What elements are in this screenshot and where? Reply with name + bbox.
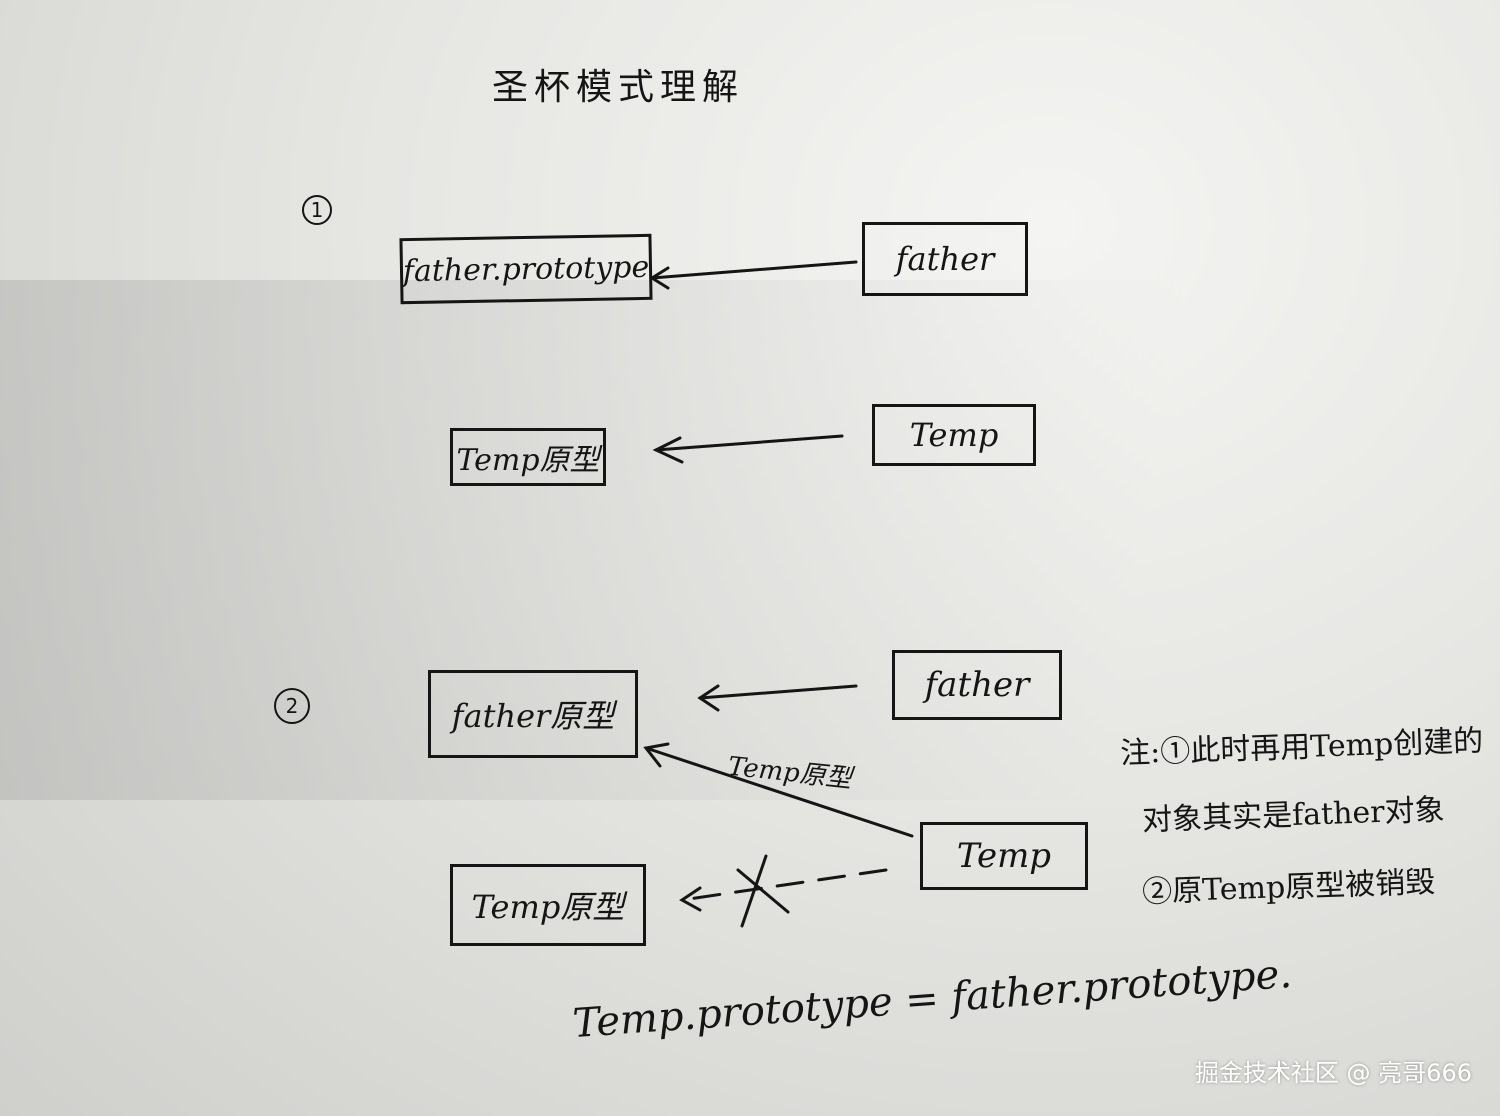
old-temp-proto-label: Temp原型: [471, 888, 625, 926]
arrow-temp-to-proto-1: [654, 434, 844, 452]
arrowhead-temp-to-proto-1: [652, 436, 684, 464]
arrow-temp-to-father-proto: [644, 746, 914, 838]
section-1-number: 1: [302, 195, 332, 225]
section-2-number: 2: [274, 688, 310, 724]
broken-link-dashed: [680, 868, 888, 902]
temp-proto-label-1: Temp原型: [456, 443, 600, 478]
arrowhead-broken-link: [679, 886, 702, 912]
old-temp-proto-box: Temp原型: [450, 864, 646, 946]
father-box-2: father: [892, 650, 1062, 720]
father-proto-box: father原型: [428, 670, 638, 758]
cross-mark-a: [736, 868, 790, 914]
arrow-father-to-proto-2: [698, 684, 858, 700]
father-label-1: father: [895, 240, 995, 278]
arrowhead-father-to-prototype: [649, 266, 670, 290]
watermark: 掘金技术社区 @ 亮哥666: [1194, 1059, 1472, 1087]
temp-box-2: Temp: [920, 822, 1088, 890]
temp-box-1: Temp: [872, 404, 1036, 466]
page-title: 圣杯模式理解: [492, 67, 745, 108]
temp-label-2: Temp: [956, 836, 1052, 876]
cross-mark-b: [740, 854, 768, 928]
temp-proto-box-1: Temp原型: [450, 428, 606, 486]
arrowhead-father-to-proto-2: [697, 684, 720, 712]
father-box-1: father: [862, 222, 1028, 296]
temp-label-1: Temp: [909, 416, 999, 454]
father-label-2: father: [924, 665, 1030, 705]
arrow-father-to-prototype: [650, 260, 858, 280]
father-proto-label: father原型: [451, 697, 615, 735]
arrowhead-temp-to-father-proto: [643, 742, 670, 768]
